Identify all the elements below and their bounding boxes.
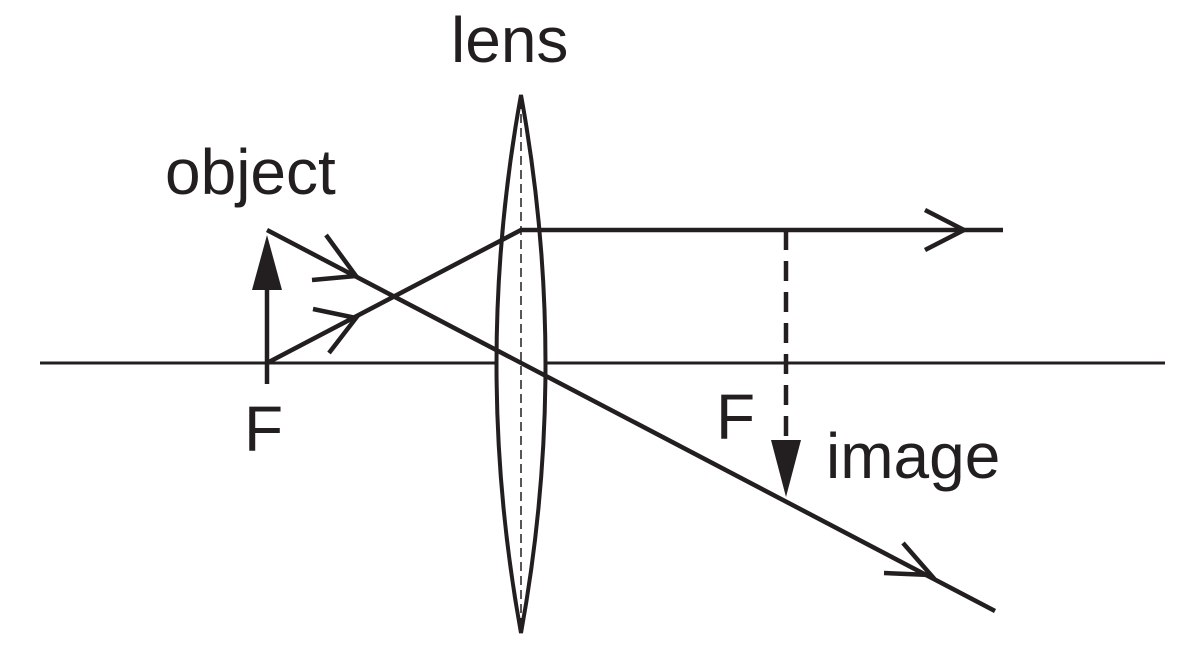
lens-label: lens [451,4,569,76]
ray-via-focal-point [265,227,1003,365]
chevron-arrowhead-icon [311,233,361,283]
chevron-arrowhead-icon [923,207,969,253]
focal-point-label-left: F [244,393,284,465]
object-label: object [165,136,336,208]
ray-through-center [265,228,997,613]
focal-point-label-right: F [716,381,756,453]
upward-arrow-icon [252,235,282,290]
image-label: image [826,420,1001,492]
downward-dashed-arrow-icon [771,440,801,497]
chevron-arrowhead-icon [312,306,360,355]
chevron-arrowhead-icon [883,541,937,578]
